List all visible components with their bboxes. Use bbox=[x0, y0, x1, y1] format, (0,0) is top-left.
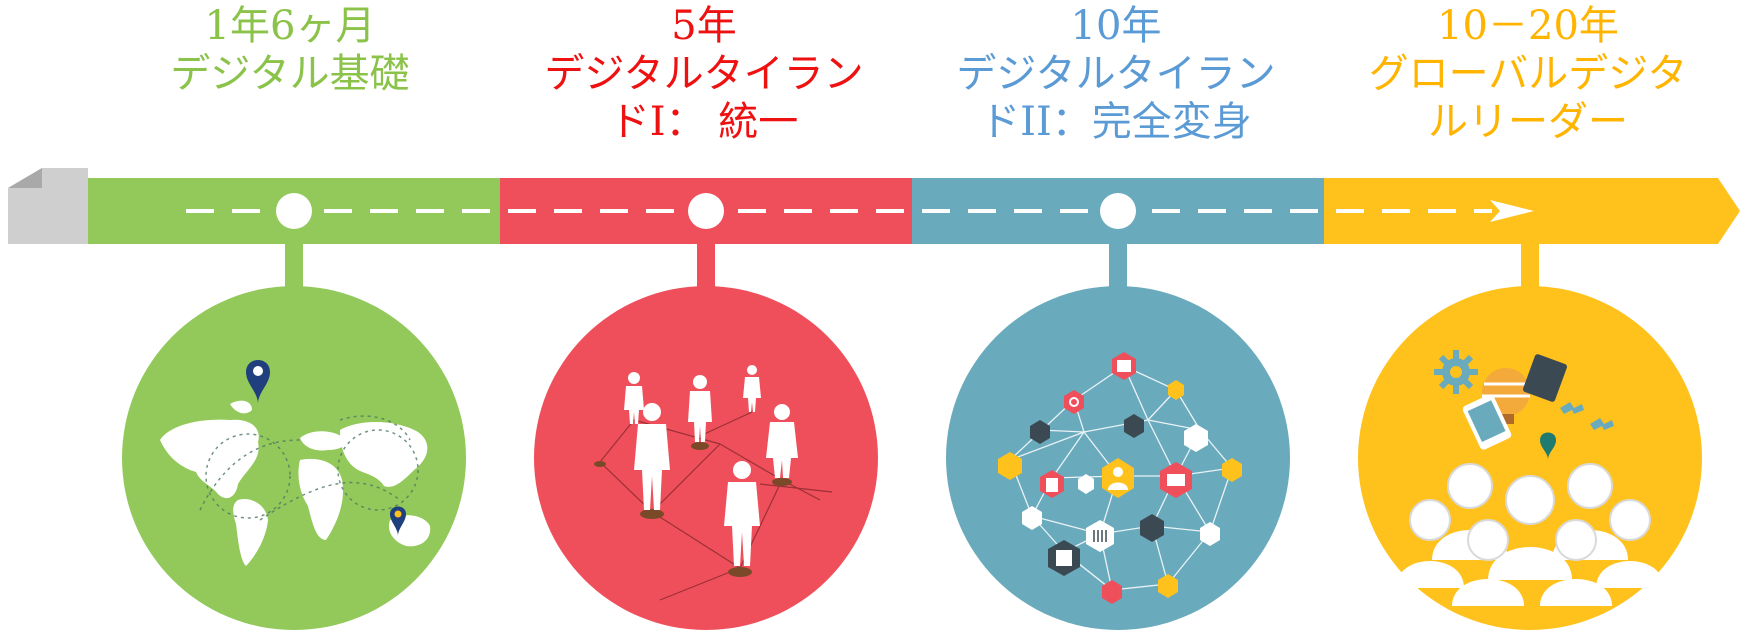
stage-4-title: 10－20年 グローバルデジタ ルリーダー bbox=[1318, 2, 1738, 146]
map-pin-icon bbox=[246, 360, 270, 404]
stage-2-title: 5年 デジタルタイラン ドI： 統一 bbox=[494, 2, 914, 146]
world-map-icon bbox=[122, 286, 466, 630]
stage-1-title: 1年6ヶ月 デジタル基礎 bbox=[80, 2, 500, 98]
stage-4-title-line-2: グローバルデジタ bbox=[1368, 51, 1688, 97]
business-network-people-icon bbox=[534, 286, 878, 630]
gray-fold-corner bbox=[8, 168, 42, 188]
stage-1-title-line-2: デジタル基礎 bbox=[170, 51, 410, 97]
stage-2-title-line-1: 5年 bbox=[671, 3, 737, 49]
gray-start-tab bbox=[8, 168, 88, 244]
map-pin-small-icon bbox=[390, 506, 406, 536]
stage-4-title-line-3: ルリーダー bbox=[1428, 99, 1628, 145]
milestone-dot-1 bbox=[276, 193, 312, 229]
stage-3-title-line-3: ドII：完全変身 bbox=[980, 99, 1252, 145]
milestone-dot-3 bbox=[1100, 193, 1136, 229]
stage-3-title-line-2: デジタルタイラン bbox=[956, 51, 1276, 97]
stage-3-title-line-1: 10年 bbox=[1070, 3, 1162, 49]
digital-hexagon-network-icon bbox=[946, 286, 1290, 630]
stage-4-title-line-1: 10－20年 bbox=[1437, 3, 1619, 49]
stage-2-title-line-3: ドI： 統一 bbox=[609, 99, 799, 145]
arrowhead-icon bbox=[1490, 200, 1534, 222]
timeline-band bbox=[8, 168, 1740, 244]
stage-3-title: 10年 デジタルタイラン ドII：完全変身 bbox=[906, 2, 1326, 146]
stage-1-title-line-1: 1年6ヶ月 bbox=[204, 3, 376, 49]
stage-2-title-line-2: デジタルタイラン bbox=[544, 51, 864, 97]
milestone-dot-2 bbox=[688, 193, 724, 229]
global-crowd-devices-icon bbox=[1358, 286, 1702, 630]
tablet-icon bbox=[1523, 354, 1567, 402]
stage-1-circle bbox=[122, 286, 466, 630]
gear-icon bbox=[1434, 350, 1478, 394]
